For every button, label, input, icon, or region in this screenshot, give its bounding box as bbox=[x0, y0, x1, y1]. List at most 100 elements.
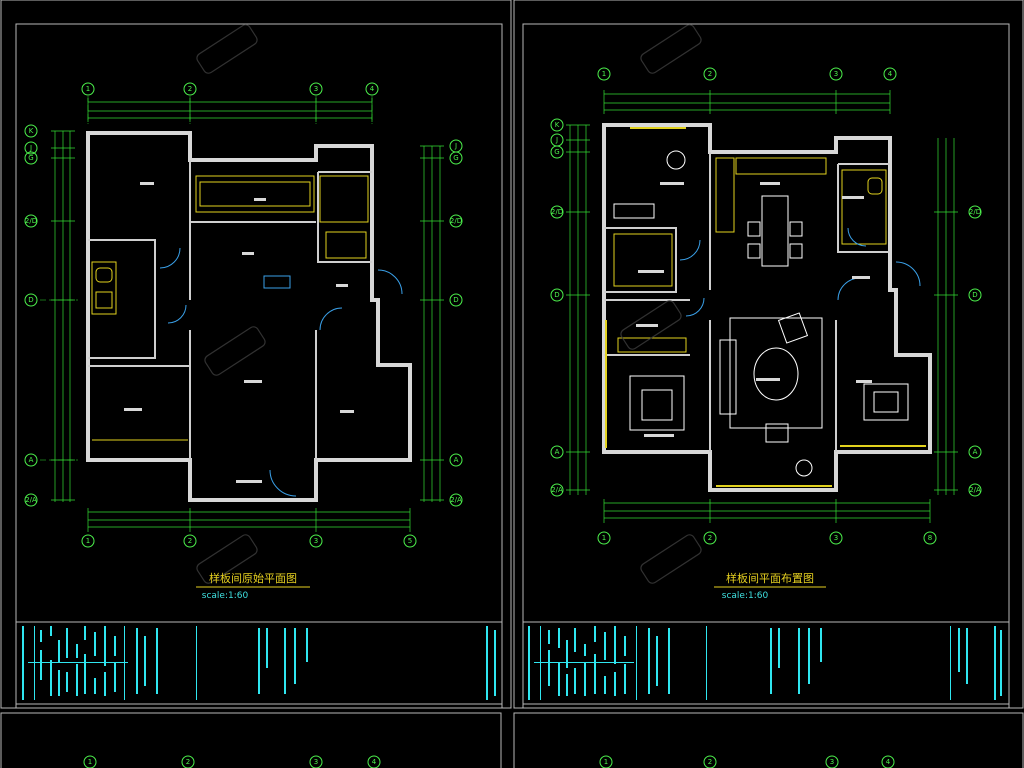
grid-axis-circle bbox=[883, 67, 897, 81]
grid-axis-circle bbox=[550, 483, 564, 497]
grid-axis-circle bbox=[309, 534, 323, 548]
grid-bubble-left-A: A bbox=[550, 445, 564, 459]
grid-axis-label: 2/D bbox=[25, 217, 37, 225]
grid-axis-circle bbox=[968, 483, 982, 497]
right-walls bbox=[602, 123, 932, 492]
grid-axis-label: 2 bbox=[708, 758, 712, 766]
right-interior-walls bbox=[604, 152, 890, 452]
grid-axis-circle bbox=[449, 493, 463, 507]
grid-axis-circle bbox=[599, 755, 613, 768]
right-fixtures bbox=[613, 157, 887, 353]
grid-bubble-lower-3: 3 bbox=[309, 755, 323, 768]
grid-bubble-bottom-1: 1 bbox=[597, 531, 611, 545]
right-sheet-title-group: 样板间平面布置图 scale:1:60 bbox=[714, 571, 826, 601]
grid-bubble-top-4: 4 bbox=[883, 67, 897, 81]
grid-axis-circle bbox=[449, 151, 463, 165]
grid-bubble-top-4: 4 bbox=[365, 82, 379, 96]
right-sheet-scale: scale:1:60 bbox=[722, 591, 769, 601]
grid-bubble-top-1: 1 bbox=[597, 67, 611, 81]
grid-axis-circle bbox=[829, 531, 843, 545]
grid-axis-circle bbox=[968, 288, 982, 302]
grid-axis-label: 2 bbox=[708, 534, 712, 542]
grid-axis-label: D bbox=[453, 296, 458, 304]
grid-bubble-left-2-D: 2/D bbox=[550, 205, 564, 219]
grid-bubble-left-2-D: 2/D bbox=[24, 214, 38, 228]
grid-axis-circle bbox=[367, 755, 381, 768]
grid-axis-label: 3 bbox=[834, 70, 838, 78]
grid-axis-circle bbox=[365, 82, 379, 96]
left-doors bbox=[159, 247, 403, 497]
grid-bubble-bottom-3: 3 bbox=[829, 531, 843, 545]
grid-axis-circle bbox=[24, 214, 38, 228]
grid-axis-circle bbox=[24, 293, 38, 307]
grid-axis-circle bbox=[550, 288, 564, 302]
grid-axis-label: A bbox=[29, 456, 34, 464]
grid-bubble-left-2-A: 2/A bbox=[550, 483, 564, 497]
right-floor-plan bbox=[566, 90, 958, 523]
grid-bubble-right-2-A: 2/A bbox=[449, 493, 463, 507]
grid-axis-label: 1 bbox=[602, 70, 606, 78]
grid-bubble-left-G: G bbox=[550, 145, 564, 159]
grid-bubble-right-2-D: 2/D bbox=[968, 205, 982, 219]
right-room-label-marks bbox=[636, 182, 872, 437]
watermarks bbox=[196, 24, 702, 584]
left-sheet-frame bbox=[0, 0, 512, 709]
grid-axis-label: G bbox=[453, 154, 458, 162]
grid-bubble-right-D: D bbox=[968, 288, 982, 302]
grid-bubble-lower-2: 2 bbox=[181, 755, 195, 768]
left-grid-lines bbox=[40, 96, 373, 461]
grid-axis-circle bbox=[550, 145, 564, 159]
grid-axis-circle bbox=[24, 141, 38, 155]
grid-axis-circle bbox=[181, 755, 195, 768]
grid-bubble-right-G: G bbox=[449, 151, 463, 165]
grid-axis-label: 3 bbox=[314, 85, 318, 93]
grid-axis-label: 2 bbox=[186, 758, 190, 766]
grid-axis-circle bbox=[309, 82, 323, 96]
right-sheet-frame bbox=[513, 0, 1024, 709]
grid-bubble-lower-4: 4 bbox=[367, 755, 381, 768]
grid-axis-label: A bbox=[973, 448, 978, 456]
grid-bubble-right-J: J bbox=[449, 139, 463, 153]
grid-axis-label: J bbox=[555, 136, 558, 144]
grid-axis-circle bbox=[829, 67, 843, 81]
grid-axis-label: J bbox=[29, 144, 32, 152]
right-lower-sheet-frame bbox=[513, 712, 1024, 768]
grid-bubble-lower-4: 4 bbox=[881, 755, 895, 768]
left-sheet-inner-frame bbox=[15, 23, 503, 709]
grid-axis-circle bbox=[183, 82, 197, 96]
left-sheet-title: 样板间原始平面图 bbox=[209, 571, 297, 585]
grid-axis-label: 2/D bbox=[969, 208, 981, 216]
grid-bubble-left-J: J bbox=[550, 133, 564, 147]
grid-axis-label: 1 bbox=[88, 758, 92, 766]
grid-axis-circle bbox=[881, 755, 895, 768]
grid-axis-circle bbox=[703, 67, 717, 81]
grid-bubble-left-K: K bbox=[24, 124, 38, 138]
grid-axis-label: D bbox=[28, 296, 33, 304]
grid-axis-circle bbox=[83, 755, 97, 768]
grid-bubble-right-2-D: 2/D bbox=[449, 214, 463, 228]
right-furniture bbox=[613, 150, 909, 477]
grid-axis-circle bbox=[550, 118, 564, 132]
right-sheet-title: 样板间平面布置图 bbox=[726, 571, 814, 585]
grid-axis-circle bbox=[24, 151, 38, 165]
grid-bubble-left-K: K bbox=[550, 118, 564, 132]
grid-axis-label: 4 bbox=[372, 758, 377, 766]
left-room-label-marks bbox=[124, 182, 354, 483]
grid-axis-label: 3 bbox=[314, 537, 318, 545]
grid-axis-circle bbox=[183, 534, 197, 548]
right-windows bbox=[605, 127, 926, 487]
grid-axis-circle bbox=[24, 453, 38, 467]
grid-bubble-lower-1: 1 bbox=[83, 755, 97, 768]
grid-axis-label: 4 bbox=[886, 758, 891, 766]
grid-axis-circle bbox=[703, 531, 717, 545]
grid-bubble-left-D: D bbox=[550, 288, 564, 302]
left-interior-walls bbox=[88, 160, 372, 460]
grid-axis-circle bbox=[449, 293, 463, 307]
grid-axis-label: K bbox=[555, 121, 560, 129]
grid-axis-label: G bbox=[554, 148, 559, 156]
grid-bubble-right-A: A bbox=[968, 445, 982, 459]
grid-axis-label: 4 bbox=[370, 85, 375, 93]
grid-axis-circle bbox=[550, 445, 564, 459]
grid-bubble-top-2: 2 bbox=[703, 67, 717, 81]
